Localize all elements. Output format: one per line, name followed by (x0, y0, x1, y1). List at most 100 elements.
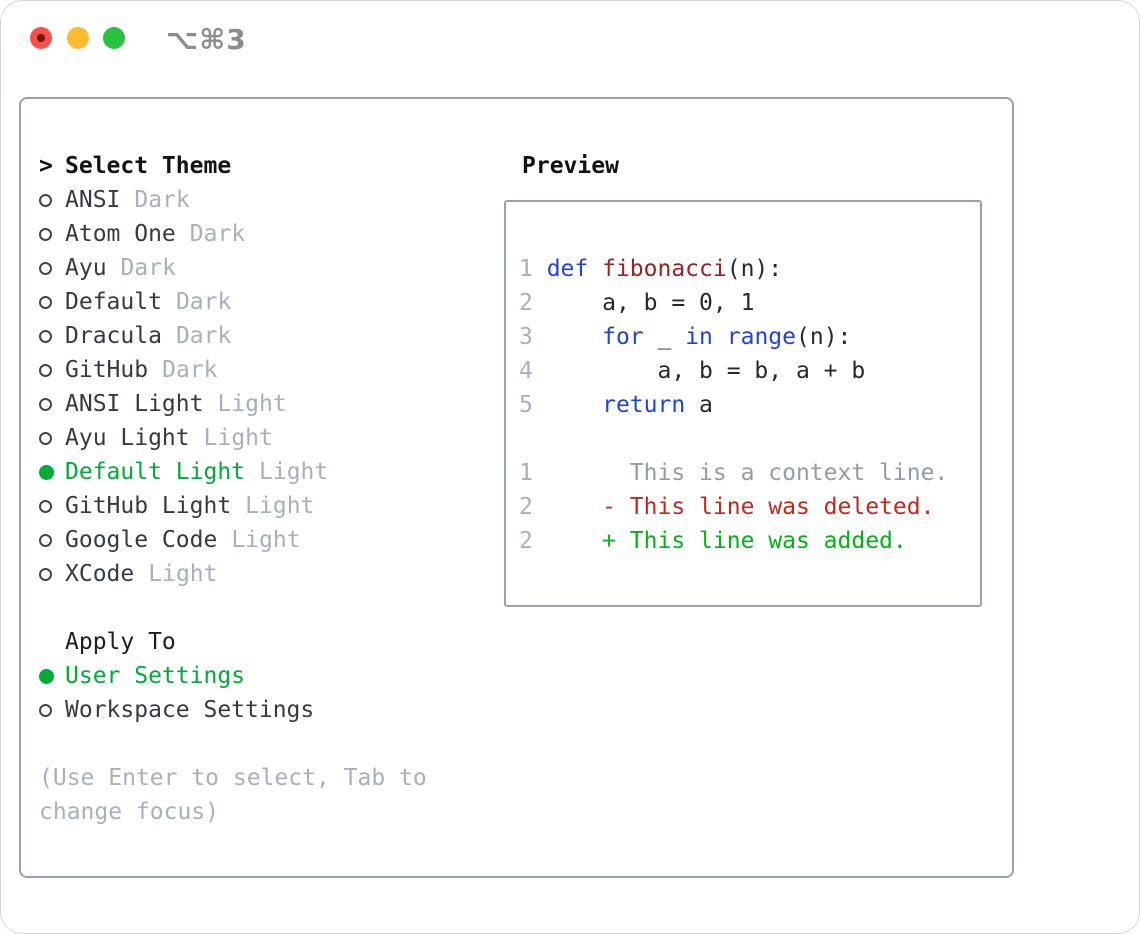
option-label: User Settings (65, 663, 246, 689)
theme-item-xcode[interactable]: XCode Light (39, 557, 479, 591)
theme-item-github-light[interactable]: GitHub Light Light (39, 489, 479, 523)
radio-selected-icon (39, 668, 65, 684)
theme-item-ansi[interactable]: ANSI Dark (39, 183, 479, 217)
radio-icon (39, 295, 65, 309)
close-button-dot-icon (37, 34, 45, 42)
window-title: ⌥⌘3 (166, 23, 247, 56)
radio-selected-icon (39, 464, 65, 480)
theme-item-dracula[interactable]: Dracula Dark (39, 319, 479, 353)
preview-title: Preview (522, 153, 619, 179)
code-line: 5 return a (519, 392, 713, 418)
radio-icon (39, 703, 65, 717)
theme-variant-label: Light (259, 459, 329, 485)
option-label: Workspace Settings (65, 697, 315, 723)
help-text: (Use Enter to select, Tab to change focu… (39, 761, 479, 829)
code-preview: 1 def fibonacci(n): 2 a, b = 0, 1 3 for _ … (506, 202, 980, 558)
radio-icon (39, 363, 65, 377)
radio-icon (39, 397, 65, 411)
theme-variant-label: Dark (175, 323, 232, 349)
option-label: Default Light (65, 459, 246, 485)
radio-dot-icon (39, 533, 52, 547)
apply-to-header: Apply To (39, 625, 479, 659)
theme-variant-label: Light (245, 493, 315, 519)
option-label: GitHub (65, 357, 149, 383)
code-diff-gap (519, 422, 980, 456)
radio-dot-icon (39, 227, 52, 241)
theme-variant-label: Light (217, 391, 287, 417)
radio-dot-icon (39, 363, 52, 377)
code-line: 4 a, b = b, a + b (519, 358, 866, 384)
radio-icon (39, 193, 65, 207)
option-label: Google Code (65, 527, 218, 553)
radio-dot-icon (39, 329, 52, 343)
maximize-button[interactable] (103, 27, 125, 49)
radio-icon (39, 329, 65, 343)
radio-icon (39, 261, 65, 275)
close-button[interactable] (30, 27, 52, 49)
theme-item-ayu-light[interactable]: Ayu Light Light (39, 421, 479, 455)
radio-dot-icon (39, 464, 54, 480)
apply-option-user-settings[interactable]: User Settings (39, 659, 479, 693)
preview-column: Preview 1 def fibonacci(n): 2 a, b = 0, 1… (504, 149, 982, 607)
option-label: ANSI (65, 187, 121, 213)
theme-variant-label: Dark (134, 187, 190, 213)
apply-option-workspace-settings[interactable]: Workspace Settings (39, 693, 479, 727)
radio-icon (39, 567, 65, 581)
diff-line: 1 This is a context line. (519, 460, 949, 486)
theme-variant-label: Light (148, 561, 218, 587)
code-line: 1 def fibonacci(n): (519, 256, 783, 282)
option-label: Dracula (65, 323, 162, 349)
option-label: Ayu (65, 255, 107, 281)
diff-lines: 1 This is a context line. 2 - This line w… (519, 456, 980, 558)
theme-variant-label: Light (231, 527, 301, 553)
radio-icon (39, 227, 65, 241)
radio-dot-icon (39, 431, 52, 445)
radio-dot-icon (39, 295, 52, 309)
option-label: Ayu Light (65, 425, 190, 451)
titlebar: ⌥⌘3 (1, 1, 1139, 77)
code-lines: 1 def fibonacci(n): 2 a, b = 0, 1 3 for _ … (519, 252, 980, 422)
select-theme-header: > Select Theme (39, 149, 479, 183)
theme-item-ansi-light[interactable]: ANSI Light Light (39, 387, 479, 421)
radio-dot-icon (39, 499, 52, 513)
radio-icon (39, 431, 65, 445)
code-line: 3 for _ in range(n): (519, 324, 852, 350)
radio-dot-icon (39, 703, 52, 717)
help-line-2: change focus) (39, 799, 220, 825)
option-label: ANSI Light (65, 391, 204, 417)
theme-item-github[interactable]: GitHub Dark (39, 353, 479, 387)
code-line: 2 a, b = 0, 1 (519, 290, 755, 316)
radio-dot-icon (39, 567, 52, 581)
theme-item-ayu[interactable]: Ayu Dark (39, 251, 479, 285)
theme-variant-label: Dark (175, 289, 232, 315)
select-theme-label: Select Theme (65, 153, 232, 179)
radio-icon (39, 499, 65, 513)
help-line-1: (Use Enter to select, Tab to (39, 765, 427, 791)
radio-icon (39, 533, 65, 547)
option-label: XCode (65, 561, 135, 587)
option-label: Atom One (65, 221, 176, 247)
diff-line: 2 - This line was deleted. (519, 494, 935, 520)
apply-to-label: Apply To (65, 629, 176, 655)
theme-item-atom-one[interactable]: Atom One Dark (39, 217, 479, 251)
theme-variant-label: Dark (120, 255, 176, 281)
radio-dot-icon (39, 397, 52, 411)
theme-item-default-light[interactable]: Default Light Light (39, 455, 479, 489)
radio-dot-icon (39, 193, 52, 207)
focus-caret-icon: > (39, 153, 53, 179)
diff-line: 2 + This line was added. (519, 528, 907, 554)
spacer (39, 591, 479, 625)
theme-variant-label: Light (203, 425, 273, 451)
radio-dot-icon (39, 668, 54, 684)
theme-variant-label: Dark (162, 357, 218, 383)
theme-item-google-code[interactable]: Google Code Light (39, 523, 479, 557)
theme-variant-label: Dark (189, 221, 246, 247)
option-label: GitHub Light (65, 493, 232, 519)
minimize-button[interactable] (67, 27, 89, 49)
